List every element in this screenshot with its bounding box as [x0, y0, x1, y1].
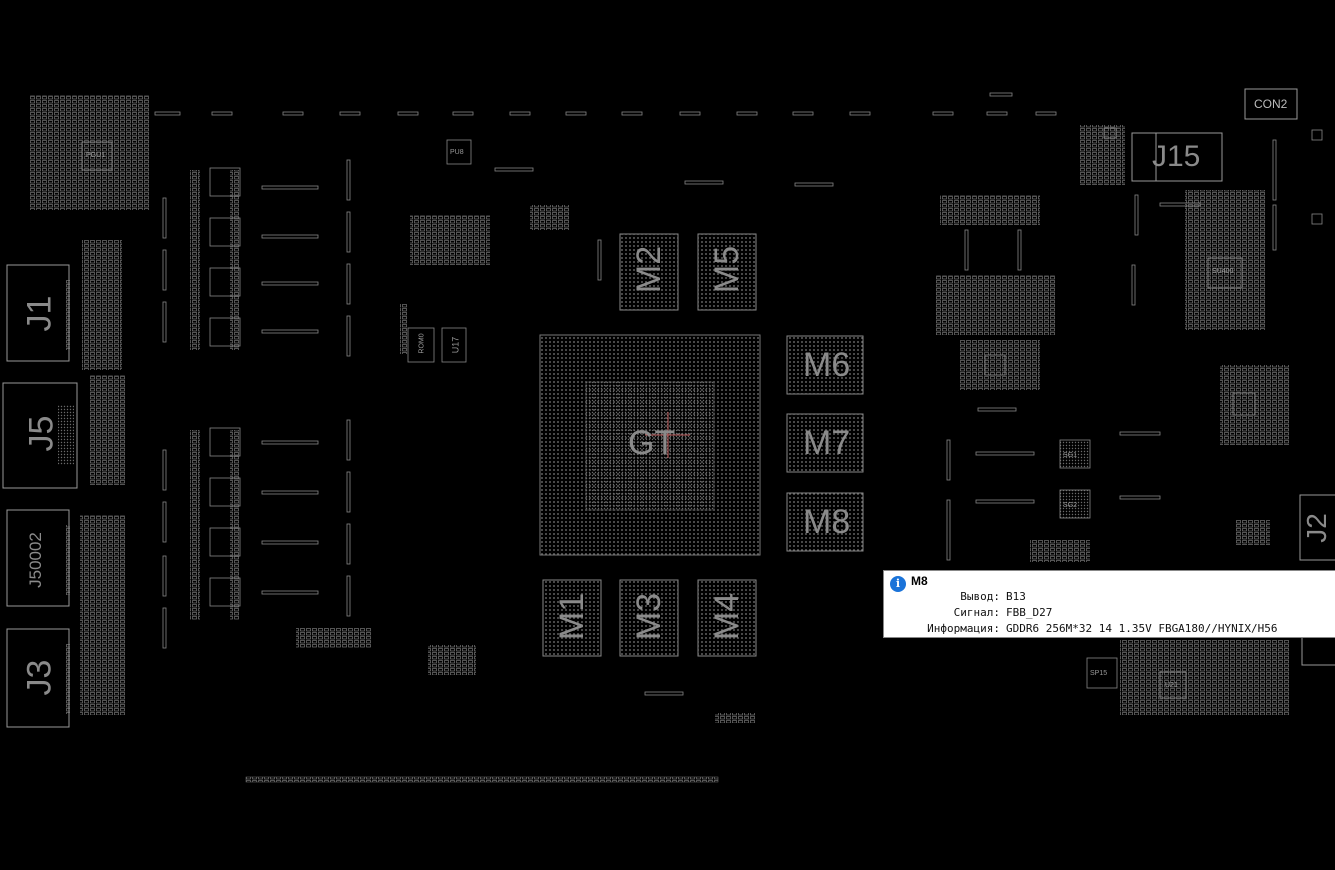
memory-chip-m2[interactable] [619, 233, 679, 311]
connector-j2[interactable] [1299, 494, 1335, 561]
component-info-tooltip[interactable]: i M8 Вывод: B13 Сигнал: FBB_D27 Информация… [883, 570, 1335, 638]
memory-chip-m7[interactable] [786, 413, 864, 473]
pcie-edge-connector[interactable] [245, 776, 719, 783]
tooltip-row-info: Информация: GDDR6 256M*32 14 1.35V FBGA18… [884, 622, 1278, 635]
connector-j15[interactable] [1131, 132, 1223, 182]
connector-j-partial[interactable] [1301, 634, 1335, 666]
info-icon: i [890, 576, 906, 592]
top-row-components [154, 92, 1057, 723]
connector-j5[interactable] [2, 382, 78, 489]
tooltip-label: Сигнал: [953, 606, 1000, 619]
connector-j1[interactable] [6, 264, 70, 362]
tooltip-label: Вывод: [960, 590, 1000, 603]
memory-chip-m8[interactable] [786, 492, 864, 552]
gpu-package[interactable] [539, 334, 761, 556]
tooltip-title: M8 [911, 574, 928, 588]
connector-j50002[interactable] [6, 509, 70, 607]
tooltip-value: FBB_D27 [1006, 606, 1053, 619]
vrm-phase-group[interactable] [162, 159, 351, 649]
tooltip-label: Информация: [927, 622, 1000, 635]
memory-chip-m1[interactable] [542, 579, 602, 657]
tooltip-value: GDDR6 256M*32 14 1.35V FBGA180//HYNIX/H5… [1006, 622, 1278, 635]
connector-con2[interactable] [1244, 88, 1298, 120]
tooltip-value: B13 [1006, 590, 1026, 603]
tooltip-row-pin: Вывод: B13 [884, 590, 1026, 603]
connector-j3[interactable] [6, 628, 70, 728]
right-side-components [935, 125, 1323, 715]
memory-chip-m3[interactable] [619, 579, 679, 657]
power-controller-cluster[interactable] [30, 95, 150, 715]
tooltip-row-signal: Сигнал: FBB_D27 [884, 606, 1053, 619]
memory-chip-m5[interactable] [697, 233, 757, 311]
memory-chip-m4[interactable] [697, 579, 757, 657]
memory-chip-m6[interactable] [786, 335, 864, 395]
